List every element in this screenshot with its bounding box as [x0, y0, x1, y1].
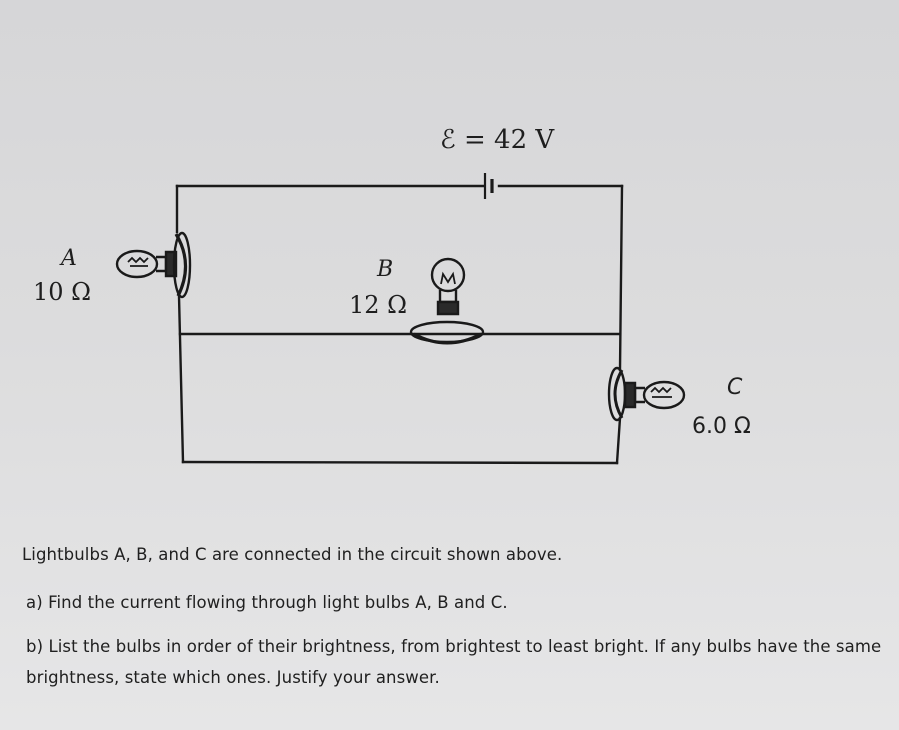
bulb-a-resistance: 10 Ω [33, 278, 91, 306]
lightbulb-b-icon [409, 257, 485, 345]
wire-bottom [181, 460, 619, 465]
battery-icon [483, 173, 494, 199]
bulb-b-resistance: 12 Ω [349, 291, 407, 319]
question-part-b: b) List the bulbs in order of their brig… [26, 637, 882, 687]
circuit-wires [175, 184, 624, 465]
wire-right-lower [615, 416, 622, 465]
bulb-c-resistance: 6.0 Ω [692, 414, 751, 439]
wire-left-lower [177, 294, 185, 464]
bulb-c-letter: C [727, 375, 743, 400]
question-intro: Lightbulbs A, B, and C are connected in … [22, 545, 563, 564]
bulb-b-letter: B [376, 257, 393, 282]
lightbulb-c-icon [607, 366, 686, 422]
question-part-a: a) Find the current flowing through ligh… [26, 593, 508, 612]
lightbulb-a-icon [115, 231, 192, 299]
bulb-a-letter: A [59, 246, 77, 271]
wire-right-upper [618, 184, 624, 372]
circuit-diagram: ℰ = 42 V A 10 Ω B 12 Ω C 6.0 Ω [33, 125, 751, 465]
emf-label: ℰ = 42 V [440, 125, 555, 155]
